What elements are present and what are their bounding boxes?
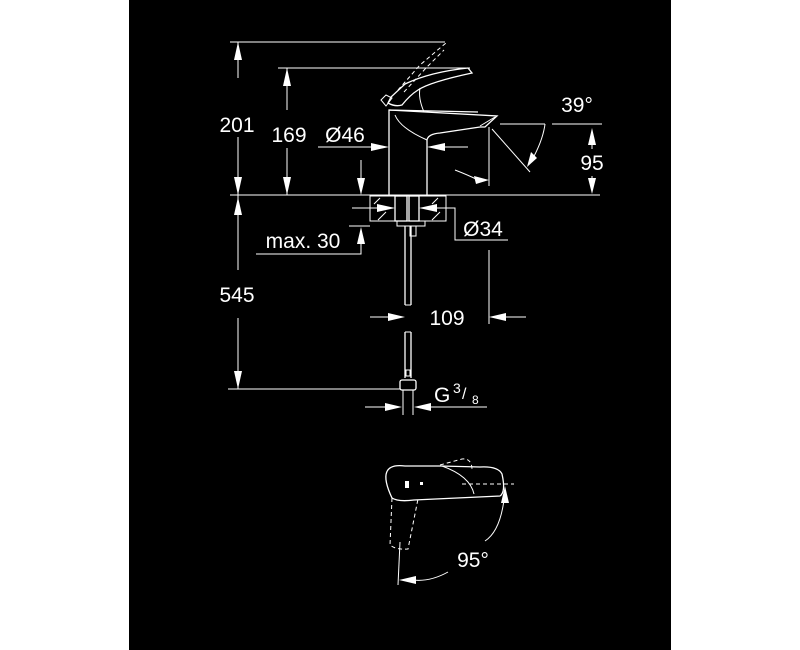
dim-max-thickness-label: max. 30 (266, 230, 341, 253)
dim-projection-label: 109 (429, 307, 464, 330)
drawing-panel (129, 0, 671, 650)
dim-outlet-height-label: 95 (580, 152, 603, 175)
faucet-top-view (385, 458, 514, 586)
dimension-109 (370, 250, 526, 324)
dimension-95 (588, 128, 596, 194)
dim-hole-diameter-label: Ø34 (463, 218, 503, 241)
dim-lever-rotation-label: 95° (457, 549, 489, 572)
dimension-169 (283, 68, 291, 195)
dim-hose-length-label: 545 (219, 284, 254, 307)
supply-hose (399, 226, 417, 415)
deck-mount-section (349, 195, 508, 241)
faucet-body (380, 42, 499, 195)
dim-thread-numerator: 3 (453, 380, 461, 396)
dim-thread-slash: / (462, 386, 467, 403)
dim-201-label: 201 (219, 114, 254, 137)
dim-spout-angle-label: 39° (561, 94, 593, 117)
reference-lines (230, 41, 600, 196)
dimension-diameter-46 (318, 143, 468, 195)
dimension-spout-angle (454, 123, 602, 186)
dim-169-label: 169 (271, 124, 306, 147)
dimension-thread (365, 403, 487, 411)
dim-body-diameter-label: Ø46 (325, 124, 365, 147)
dim-thread-denominator: 8 (472, 393, 479, 407)
dimension-max-30 (256, 227, 365, 255)
dim-thread-g-label: G (434, 384, 450, 407)
dimension-545 (228, 195, 400, 390)
